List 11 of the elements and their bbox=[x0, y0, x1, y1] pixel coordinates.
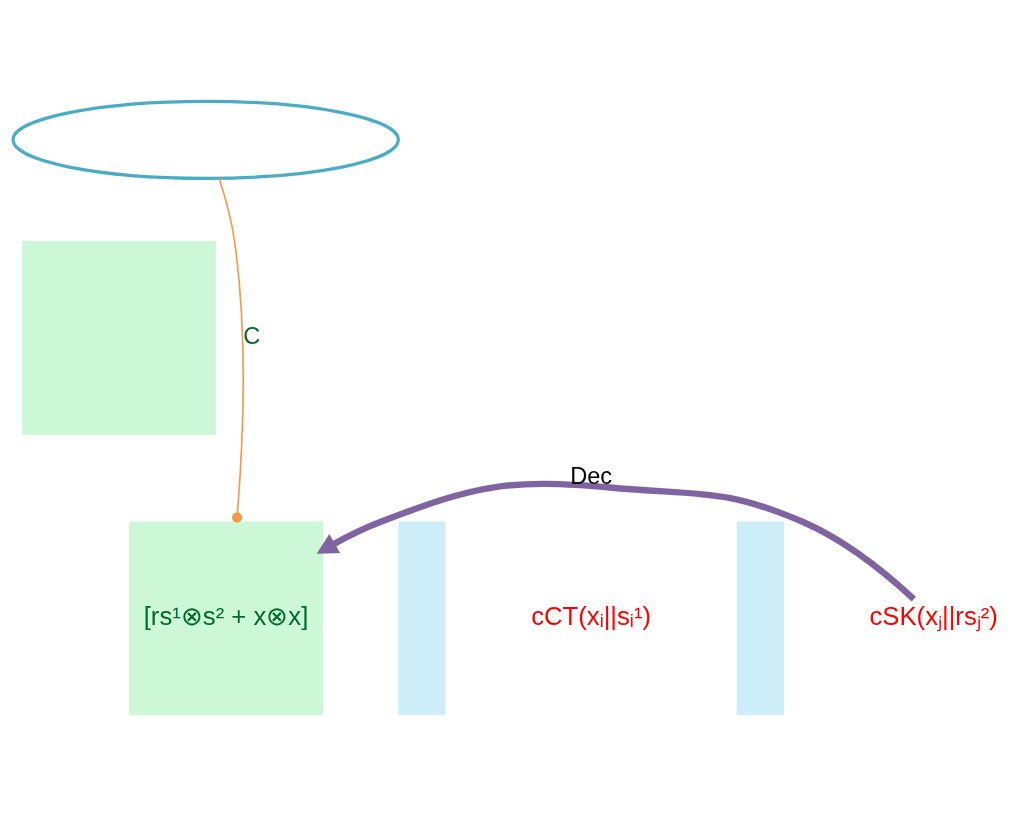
node-box: [rs¹⊗s² + x⊗x] bbox=[129, 521, 323, 715]
node-text: cSK(xⱼ||rsⱼ²) bbox=[869, 601, 998, 630]
node-bar bbox=[398, 521, 446, 715]
connector bbox=[218, 177, 244, 523]
node-box bbox=[22, 240, 216, 435]
edge-label: Dec bbox=[570, 462, 613, 489]
node-text: cCT(xᵢ||sᵢ¹) bbox=[531, 601, 652, 630]
node-ellipse bbox=[11, 99, 400, 180]
arrow bbox=[316, 480, 916, 601]
node-bar bbox=[736, 521, 784, 715]
edge-label: C bbox=[243, 322, 261, 349]
